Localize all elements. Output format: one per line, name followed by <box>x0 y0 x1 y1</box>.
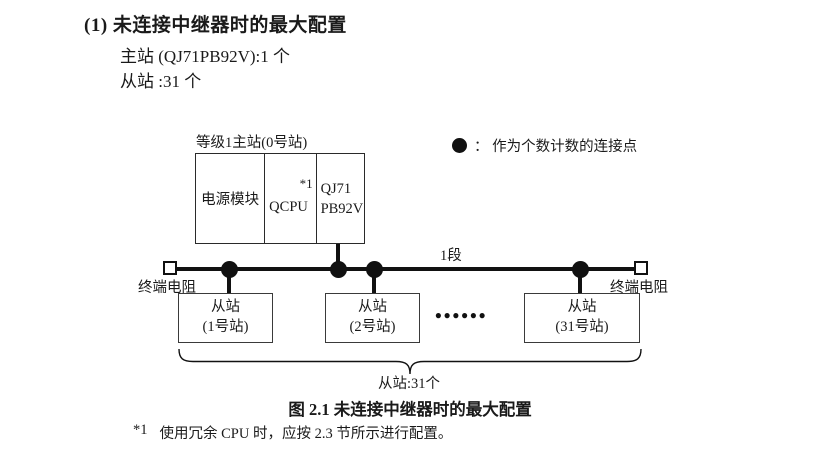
figure-caption: 图 2.1 未连接中继器时的最大配置 <box>288 400 532 419</box>
slave-number: (1号站) <box>202 319 249 335</box>
connection-dot-icon <box>330 261 347 278</box>
segment-label: 1段 <box>440 248 462 264</box>
legend: ： 作为个数计数的连接点 <box>452 135 637 156</box>
slave-name: 从站 <box>211 299 240 316</box>
connection-dot-icon <box>366 261 383 278</box>
slave31-drop-line <box>578 269 582 295</box>
cpu-text: QCPU <box>269 199 308 215</box>
ellipsis-dots: ●●●●●● <box>434 308 488 322</box>
connection-point-icon <box>452 138 467 153</box>
section-heading: (1) 未连接中继器时的最大配置 <box>84 15 347 36</box>
footnote-text: 使用冗余 CPU 时，应按 2.3 节所示进行配置。 <box>159 426 453 442</box>
slave-name: 从站 <box>567 299 597 316</box>
slave-count-text: 从站 :31 个 <box>120 72 202 91</box>
slave-station-box-1: 从站 (1号站) <box>178 293 273 343</box>
slave-number: (31号站) <box>555 319 609 335</box>
bus-line <box>168 267 644 271</box>
connection-dot-icon <box>221 261 238 278</box>
power-module-cell: 电源模块 <box>196 154 266 243</box>
footnote: *1 使用冗余 CPU 时，应按 2.3 节所示进行配置。 <box>133 422 452 443</box>
cpu-cell: *1 QCPU <box>265 154 317 243</box>
profibus-module-cell: QJ71 PB92V <box>317 154 364 243</box>
slave-station-box-31: 从站 (31号站) <box>524 293 640 343</box>
slave-name: 从站 <box>358 299 387 316</box>
slave2-drop-line <box>372 269 376 295</box>
power-module-text: 电源模块 <box>201 192 260 208</box>
footnote-marker: *1 <box>133 422 148 438</box>
module-name-line1: QJ71 <box>320 181 352 197</box>
terminator-left-label: 终端电阻 <box>138 280 196 296</box>
terminator-icon <box>634 261 648 275</box>
master-station-box: 电源模块 *1 QCPU QJ71 PB92V <box>195 153 365 244</box>
underbrace <box>178 348 642 375</box>
slave-station-box-2: 从站 (2号站) <box>325 293 420 343</box>
master-drop-line <box>336 244 340 269</box>
master-count-text: 主站 (QJ71PB92V):1 个 <box>120 47 291 66</box>
master-station-label: 等级1主站(0号站) <box>196 135 308 151</box>
slave-total-label: 从站:31个 <box>377 376 441 392</box>
module-name-line2: PB92V <box>320 201 364 217</box>
legend-text: ： 作为个数计数的连接点 <box>474 139 638 155</box>
connection-dot-icon <box>572 261 589 278</box>
cpu-footnote-marker: *1 <box>299 176 313 191</box>
terminator-right-label: 终端电阻 <box>610 280 668 296</box>
slave1-drop-line <box>227 269 231 295</box>
terminator-icon <box>163 261 177 275</box>
slave-number: (2号站) <box>349 319 396 335</box>
